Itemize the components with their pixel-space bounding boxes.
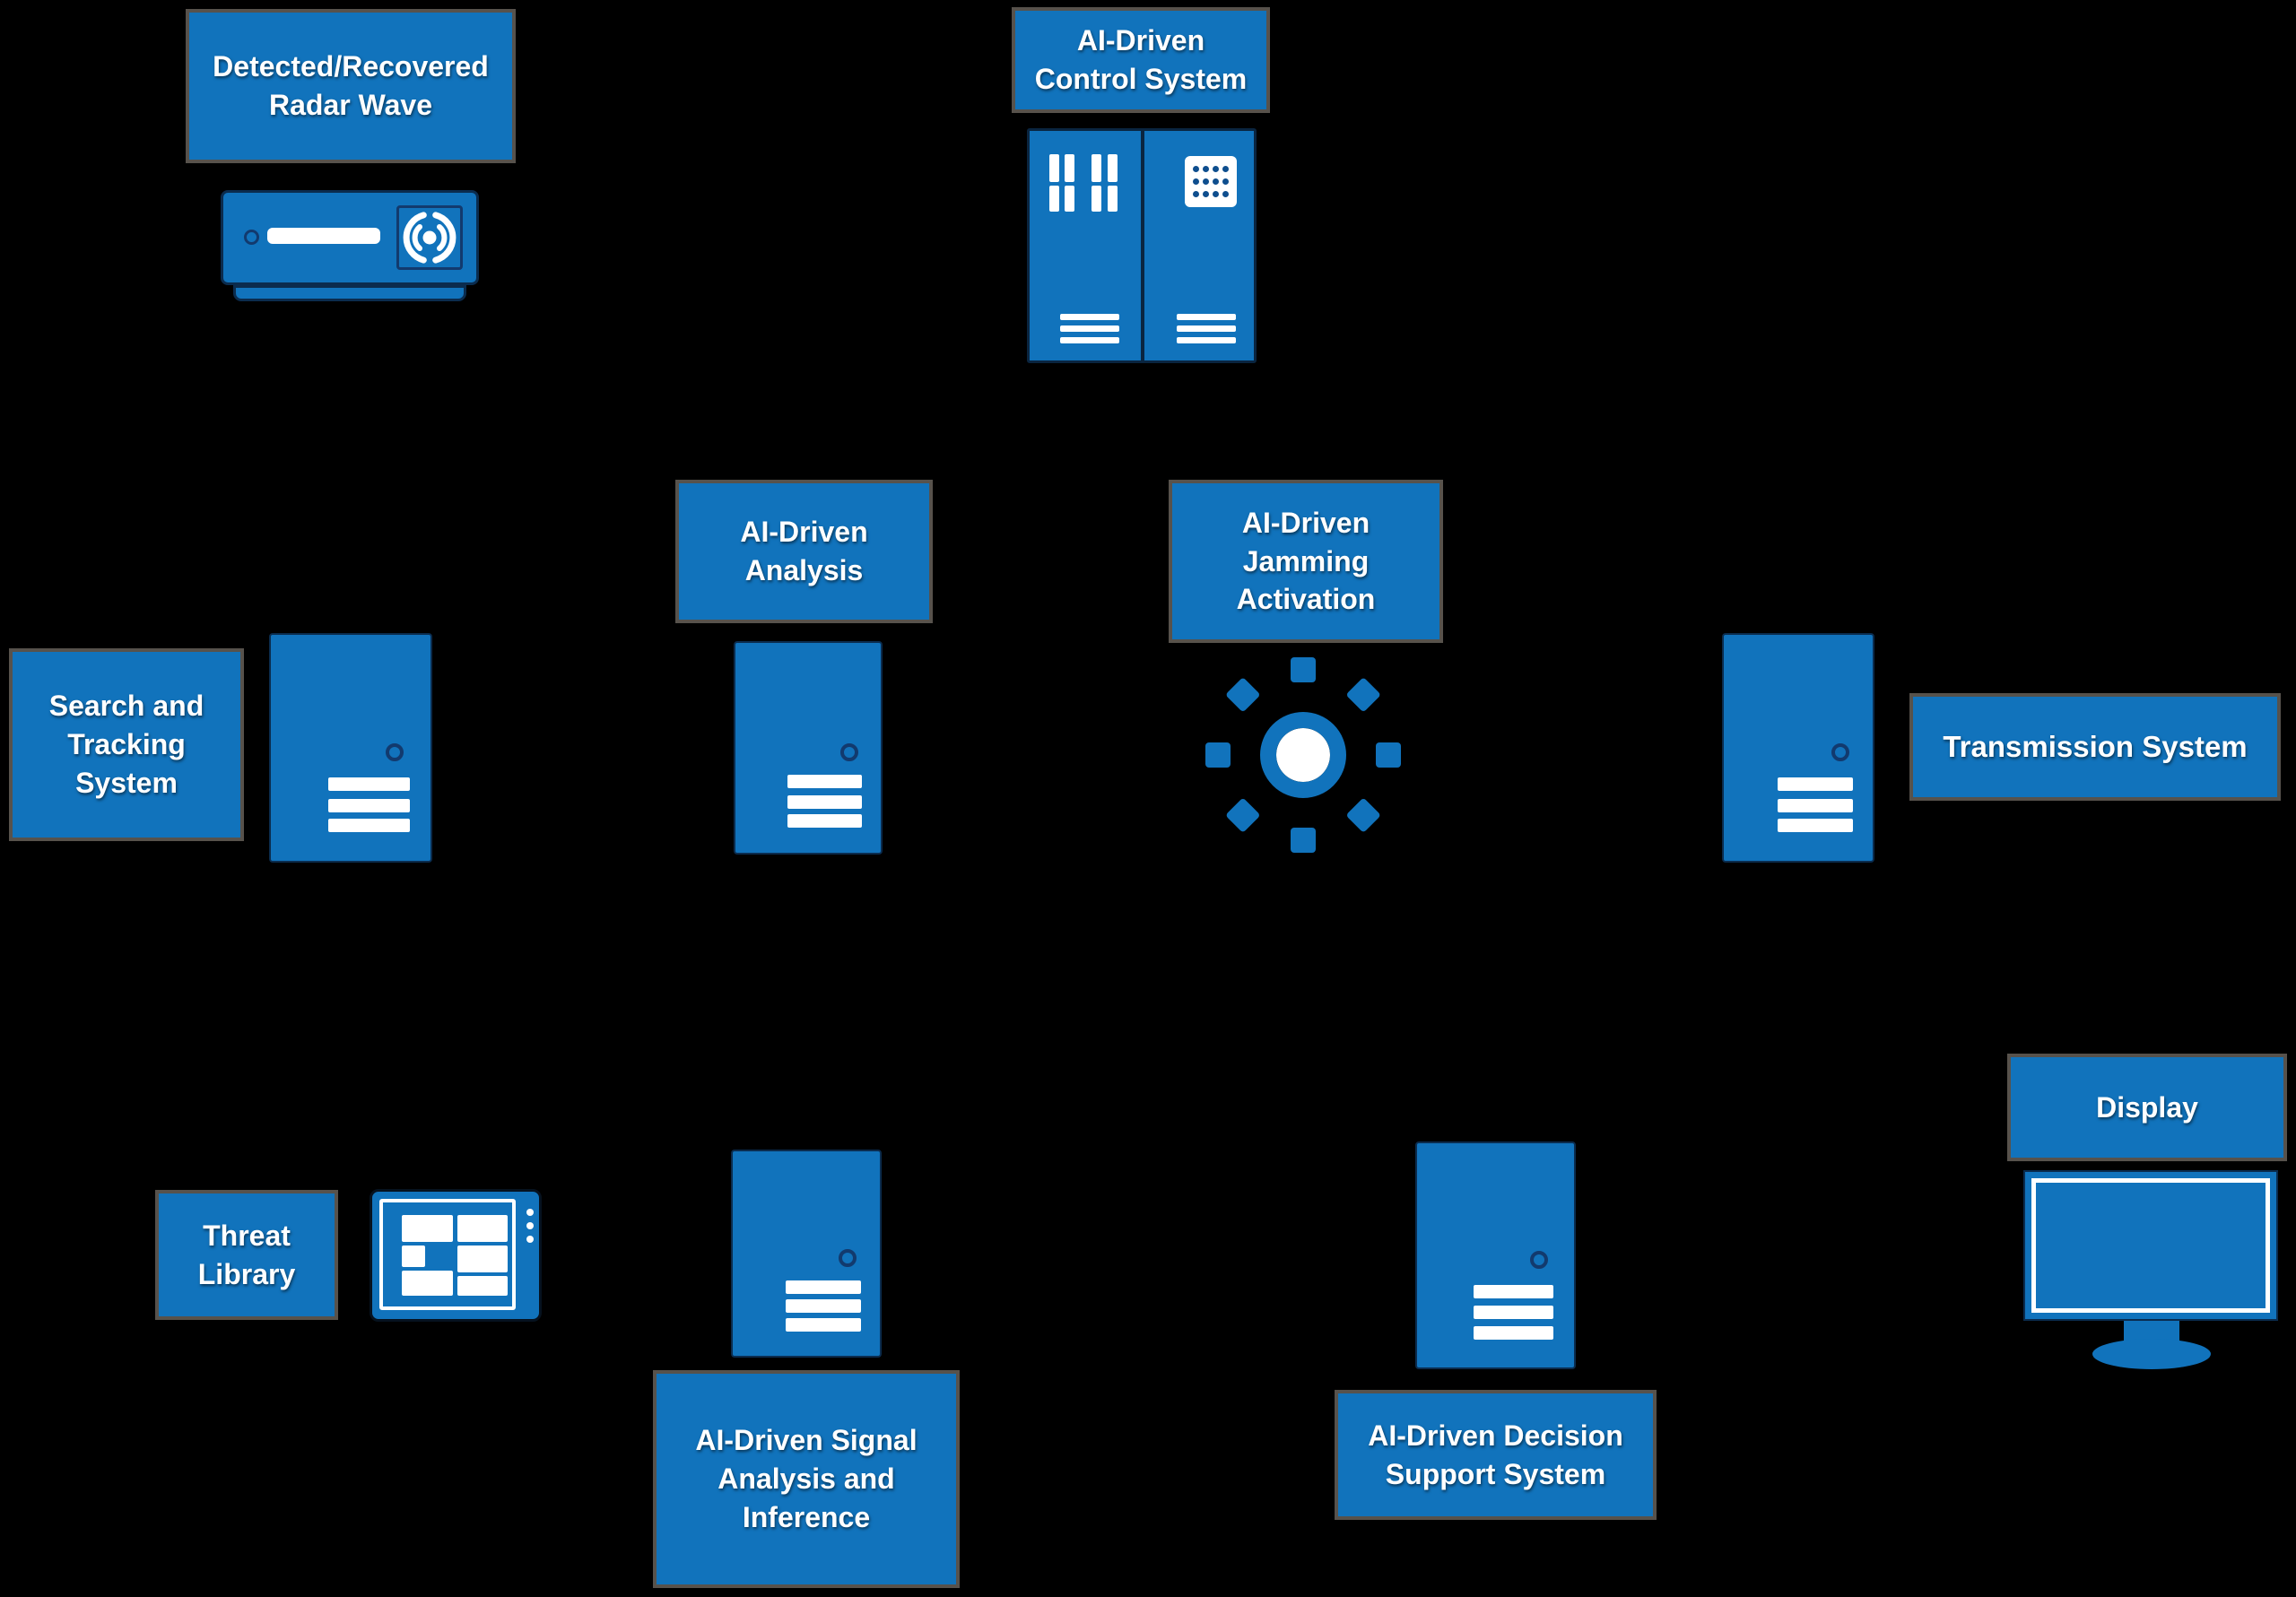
label-decision-support-system: AI-Driven Decision Support System (1335, 1390, 1657, 1520)
power-led (386, 742, 404, 761)
label-detected-radar-wave: Detected/Recovered Radar Wave (186, 9, 516, 163)
tablet-button (526, 1209, 534, 1216)
label-text: Display (2096, 1090, 2198, 1124)
gear-icon (1205, 656, 1402, 854)
cabinet-door-divider (1141, 131, 1144, 360)
monitor-screen (2023, 1170, 2278, 1321)
label-display: Display (2007, 1054, 2287, 1161)
tablet-button (526, 1236, 534, 1243)
label-search-tracking-system: Search and Tracking System (9, 648, 244, 841)
power-led (839, 743, 858, 762)
label-text: AI-Driven Analysis (740, 516, 868, 586)
server-tower-icon-decision-support (1415, 1141, 1576, 1369)
radar-receiver-icon (221, 190, 481, 305)
power-led (1530, 1251, 1548, 1269)
server-tower-icon-signal-analysis (731, 1150, 882, 1358)
cabinet-keypad (1185, 156, 1237, 207)
speaker-glyph (403, 212, 457, 264)
label-text: Transmission System (1943, 729, 2248, 763)
label-ai-analysis: AI-Driven Analysis (675, 480, 933, 623)
label-threat-library: Threat Library (155, 1190, 338, 1320)
server-tower-icon-transmission (1722, 633, 1874, 863)
server-cabinet-icon (1027, 128, 1257, 363)
label-text: AI-Driven Decision Support System (1368, 1419, 1623, 1490)
label-transmission-system: Transmission System (1909, 693, 2281, 801)
label-text: AI-Driven Signal Analysis and Inference (695, 1424, 918, 1533)
power-led (1831, 742, 1849, 761)
label-text: Threat Library (197, 1219, 296, 1290)
label-text: Search and Tracking System (48, 690, 204, 799)
power-led (839, 1249, 857, 1268)
label-control-system: AI-Driven Control System (1012, 7, 1270, 113)
tablet-button (526, 1222, 534, 1229)
label-signal-analysis-inference: AI-Driven Signal Analysis and Inference (653, 1370, 960, 1588)
label-jamming-activation: AI-Driven Jamming Activation (1169, 480, 1443, 643)
radar-speaker-panel (396, 205, 463, 270)
label-text: Detected/Recovered Radar Wave (213, 50, 489, 121)
server-tower-icon-analysis (734, 641, 883, 855)
radar-knob (244, 230, 259, 245)
monitor-icon (2023, 1170, 2280, 1371)
label-text: AI-Driven Jamming Activation (1236, 506, 1376, 616)
radar-base (233, 285, 466, 301)
server-tower-icon-search-tracking (269, 633, 432, 863)
tablet-screen-frame (379, 1199, 516, 1310)
tablet-icon (370, 1189, 542, 1322)
monitor-base (2092, 1339, 2211, 1369)
radar-slot (267, 228, 380, 244)
label-text: AI-Driven Control System (1034, 24, 1248, 95)
